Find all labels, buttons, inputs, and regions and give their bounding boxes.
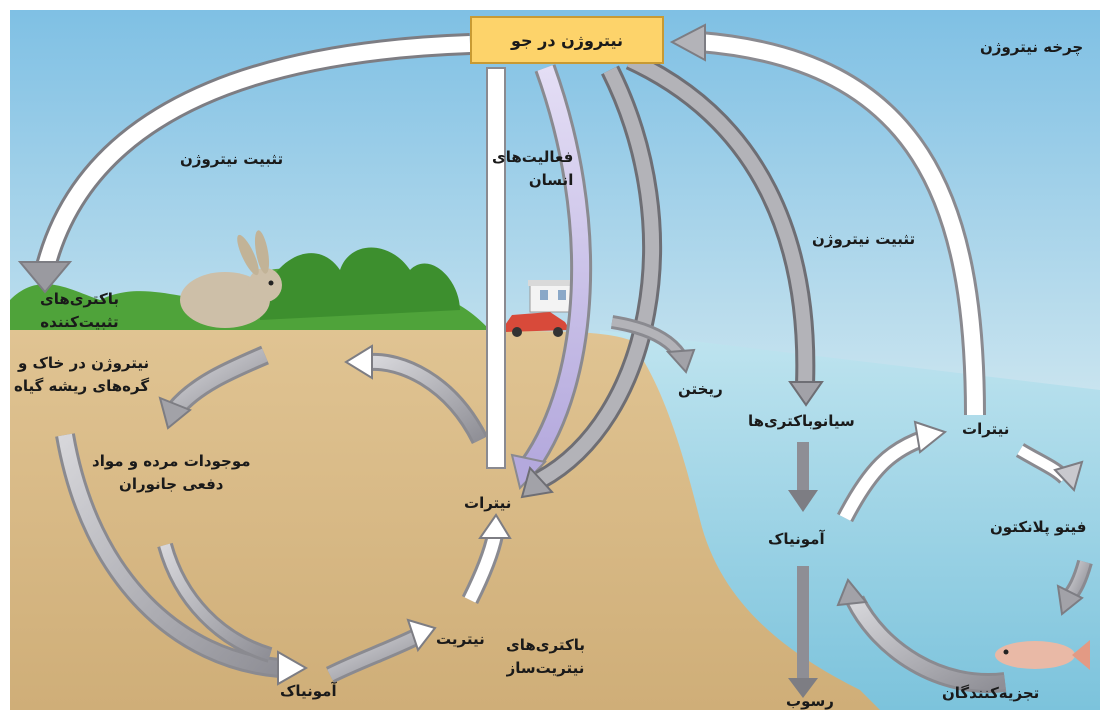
label-human-activity-line1: فعالیت‌های	[492, 148, 574, 166]
arrow-human-activity-column	[486, 67, 506, 469]
label-ammonia-land: آمونیاک	[280, 682, 337, 700]
car	[505, 312, 570, 337]
arrow-soil-to-dead	[158, 345, 269, 430]
label-nitrifying-line1: باکتری‌های	[506, 636, 585, 654]
arrow-nitrates-to-phytoplankton	[1015, 443, 1084, 492]
label-nitrates-sea: نیترات	[962, 420, 1010, 438]
label-soil-nitrogen: نیتروژن در خاک و گره‌های ریشه گیاه	[14, 352, 149, 399]
label-cyanobacteria: سیانوباکتری‌ها	[748, 412, 855, 430]
label-human-activity: فعالیت‌های انسان	[492, 146, 573, 193]
arrow-phytoplankton-to-fish	[1056, 559, 1093, 616]
arrow-fixation-left	[17, 33, 471, 294]
label-fixation-right: تثبیت نیتروژن	[812, 230, 916, 248]
label-decomposers: تجزیه‌کنندگان	[942, 684, 1040, 702]
label-dead-matter: موجودات مرده و مواد دفعی جانوران	[92, 450, 251, 497]
rabbit	[180, 230, 282, 328]
arrow-nitrates-to-soil	[344, 344, 489, 445]
arrow-cyanobacteria-to-ammonia	[788, 442, 818, 512]
label-fixing-bacteria: باکتری‌های تثبیت‌کننده	[40, 288, 119, 335]
arrow-nitrite-to-nitrates	[461, 513, 512, 605]
fish	[995, 640, 1090, 670]
label-dead-matter-line1: موجودات مرده و مواد	[92, 452, 251, 470]
arrow-dead-to-ammonia-outer	[55, 433, 309, 686]
arrow-ammonia-to-sediment	[788, 566, 818, 698]
label-dead-matter-line2: دفعی جانوران	[119, 475, 224, 494]
label-nitrite: نیتریت	[436, 630, 485, 648]
label-soil-nitrogen-line1: نیتروژن در خاک و	[18, 354, 150, 372]
arrow-ammonia-to-nitrite	[325, 618, 437, 684]
arrow-sea-nitrates-to-atmosphere	[669, 23, 986, 416]
arrow-decomposers-to-ammonia	[836, 578, 1007, 693]
arrow-fixation-right	[625, 50, 824, 407]
label-sediment: رسوب	[786, 692, 834, 710]
arrow-ammonia-to-sea-nitrates	[837, 420, 948, 523]
label-runoff: ریختن	[678, 380, 723, 398]
diagram-title: چرخه نیتروژن	[980, 38, 1084, 56]
soil-cliff	[10, 307, 880, 710]
label-human-activity-line2: انسان	[528, 171, 574, 190]
label-fixing-bacteria-line1: باکتری‌های	[40, 290, 119, 308]
label-fixing-bacteria-line2: تثبیت‌کننده	[40, 313, 119, 332]
atmosphere-box: نیتروژن در جو	[470, 16, 664, 64]
label-soil-nitrogen-line2: گره‌های ریشه گیاه	[14, 377, 150, 396]
label-nitrifying-bacteria: باکتری‌های نیتریت‌ساز	[506, 634, 585, 681]
bush	[260, 247, 460, 320]
arrow-runoff	[610, 315, 696, 374]
arrow-gray-to-nitrates	[520, 65, 663, 499]
label-phytoplankton: فیتو پلانکتون	[990, 518, 1087, 536]
arrow-dead-to-ammonia-inner	[157, 542, 273, 663]
label-nitrates-land: نیترات	[464, 494, 512, 512]
label-fixation-left: تثبیت نیتروژن	[180, 150, 284, 168]
label-ammonia-sea: آمونیاک	[768, 530, 825, 548]
label-nitrifying-line2: نیتریت‌ساز	[506, 659, 585, 678]
